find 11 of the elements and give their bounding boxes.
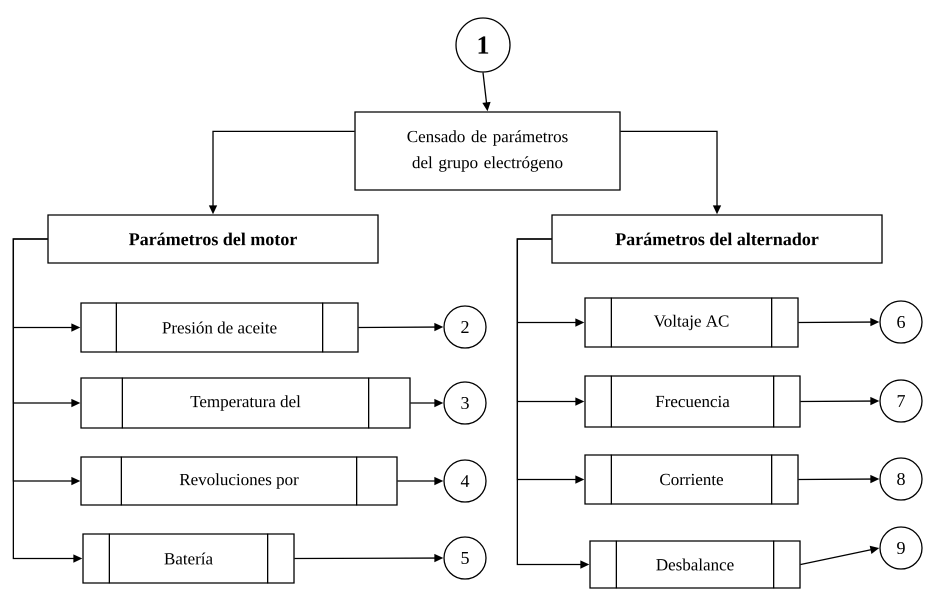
- header-box: Parámetros del motor: [47, 214, 379, 264]
- predefined-process-box: Desbalance: [589, 540, 801, 589]
- predefined-process-box: Temperatura del: [80, 377, 411, 429]
- predefined-process-box: Corriente: [584, 454, 799, 505]
- predefined-process-box: Batería: [82, 533, 295, 584]
- predefined-process-box: Presión de aceite: [80, 302, 359, 353]
- predefined-process-box: Revoluciones por: [80, 456, 398, 506]
- header-box: Parámetros del alternador: [551, 214, 883, 264]
- predefined-process-box: Voltaje AC: [584, 297, 799, 348]
- process-box: Censado de parámetros del grupo electrógeno: [354, 111, 621, 191]
- predefined-process-box: Frecuencia: [584, 375, 801, 428]
